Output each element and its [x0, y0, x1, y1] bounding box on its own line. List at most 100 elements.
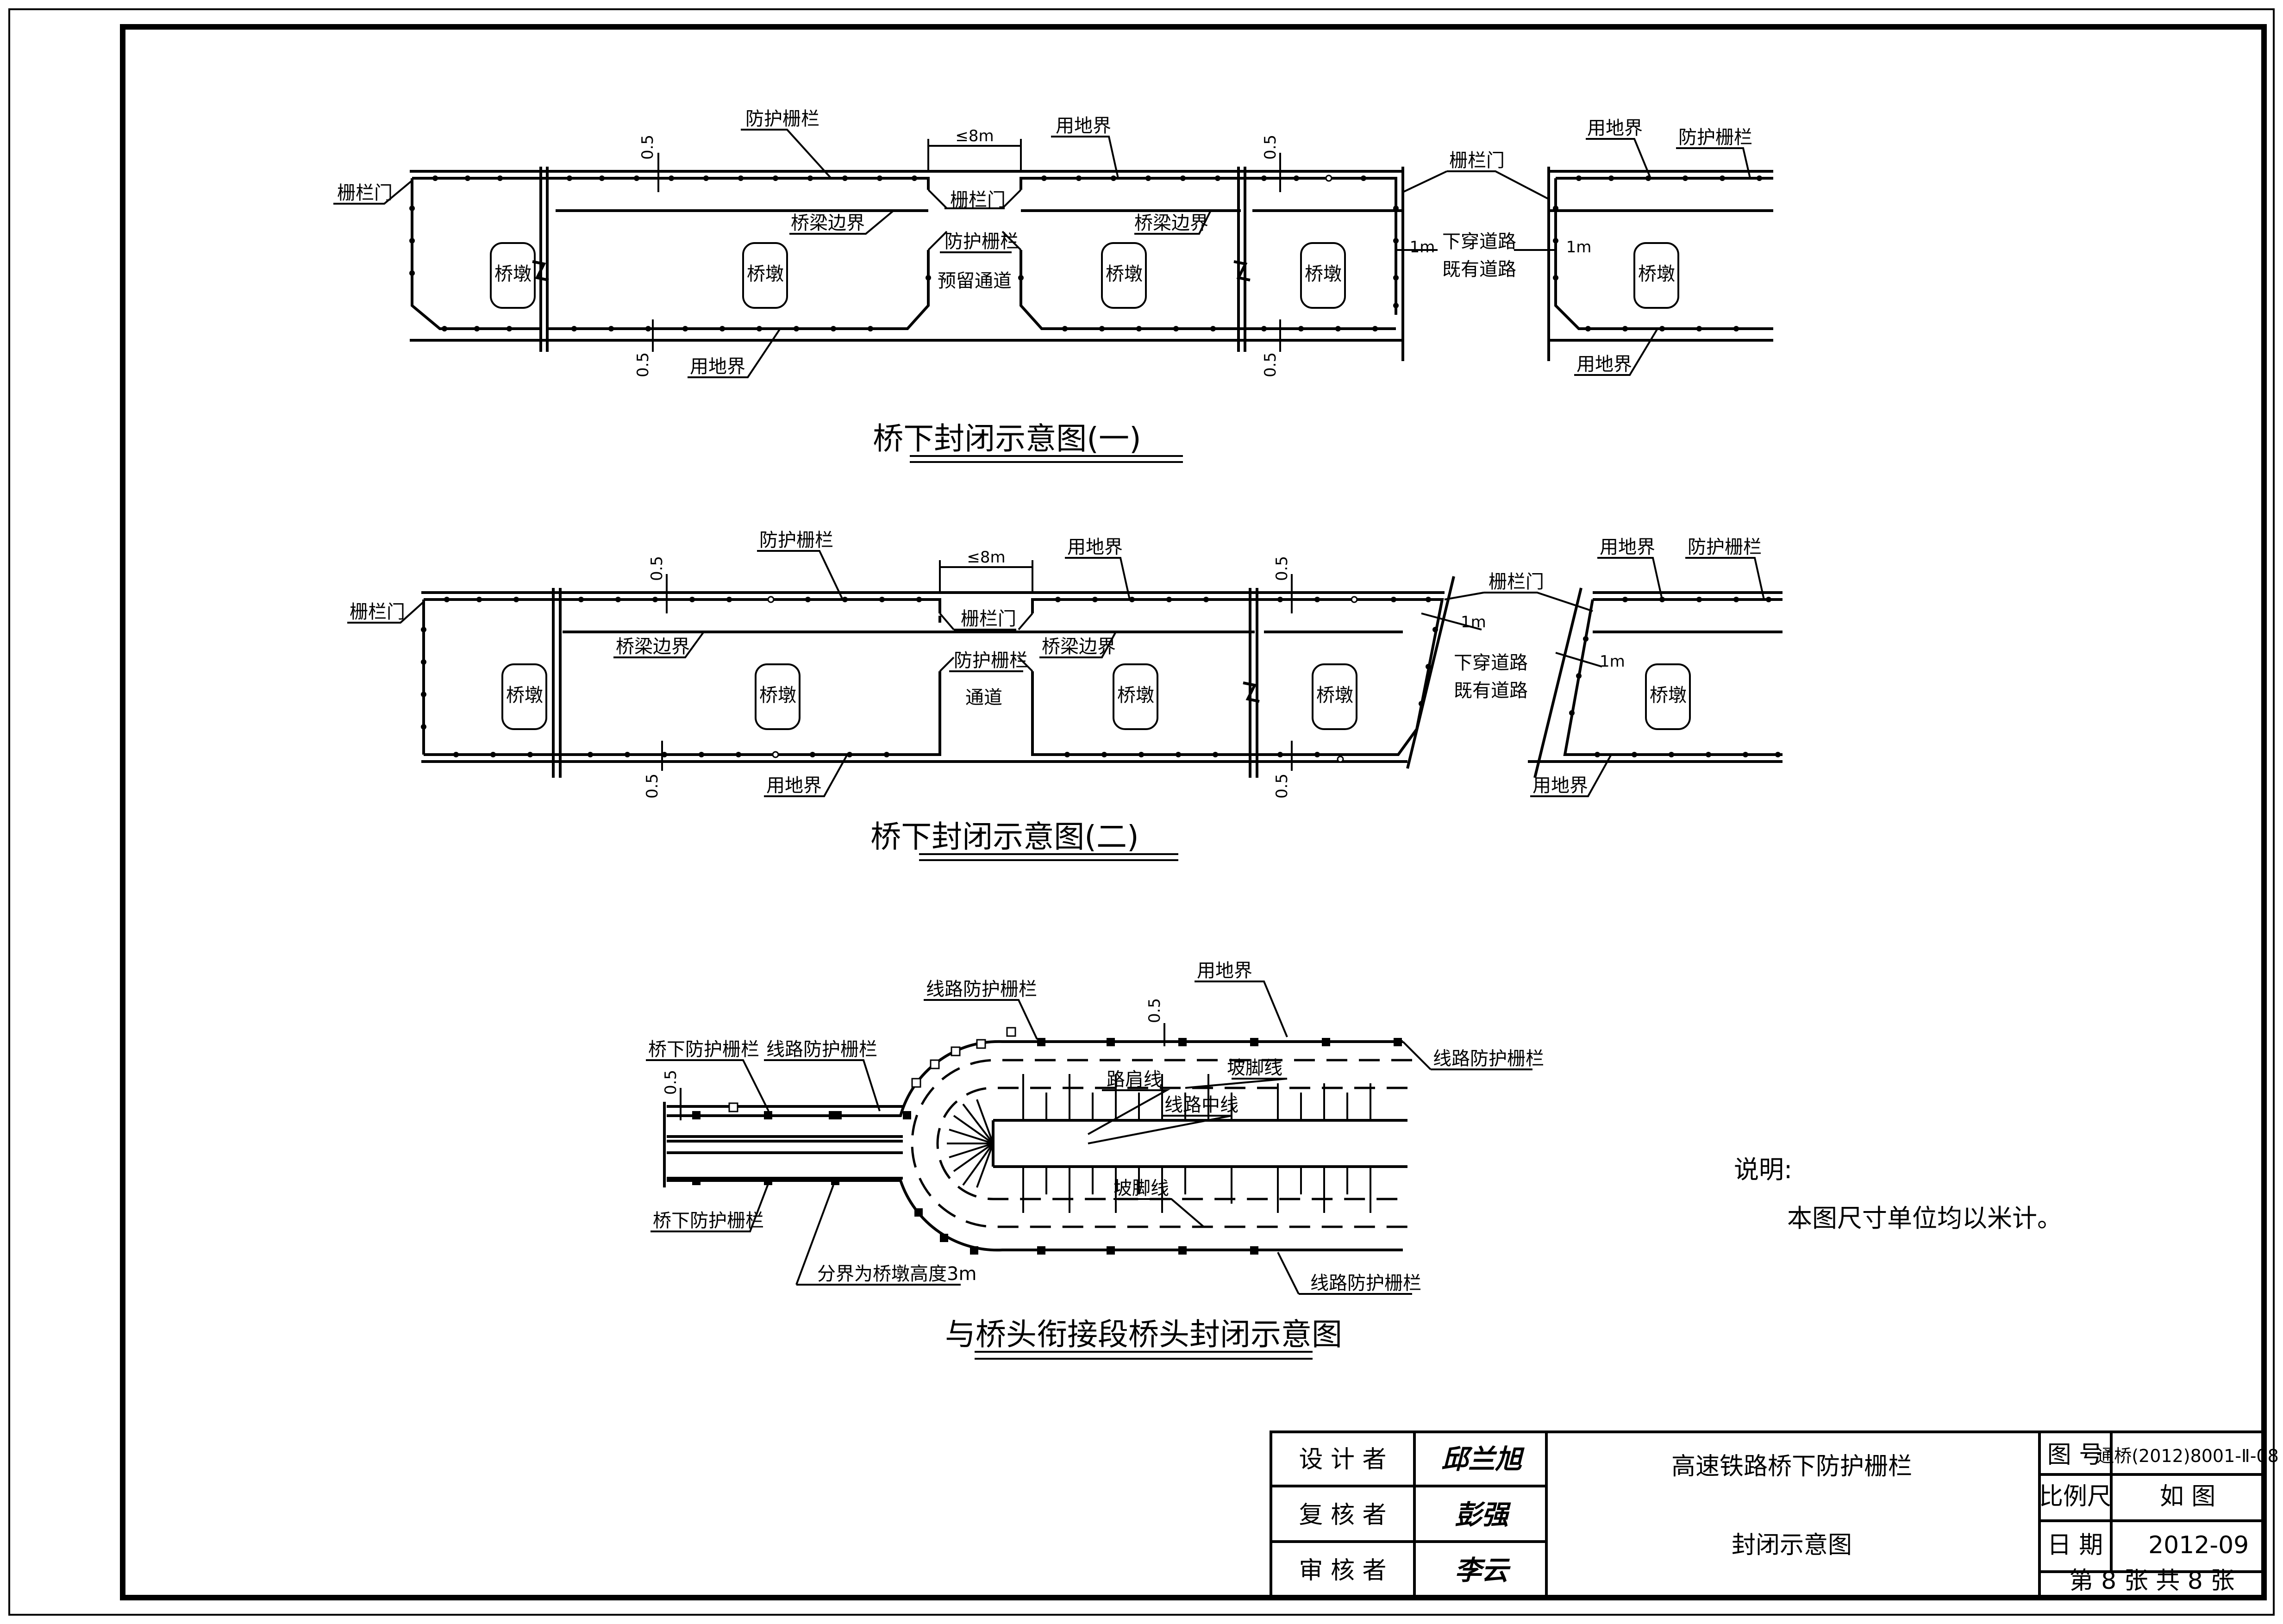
pier-label: 桥墩 [1106, 263, 1143, 285]
label-land-boundary: 用地界 [1587, 118, 1643, 139]
pier-label: 桥墩 [1305, 263, 1342, 285]
label-gate: 栅栏门 [337, 182, 393, 204]
drawing-no: 通桥(2012)8001-Ⅱ-08 [2096, 1446, 2279, 1466]
offset-dim: 0.5 [1273, 556, 1291, 581]
one-m-dim: 1m [1566, 238, 1592, 256]
label-gate: 栅栏门 [1449, 150, 1505, 171]
offset-dim: 0.5 [643, 774, 662, 799]
label-line-fence: 线路防护栅栏 [766, 1039, 877, 1060]
notes: 说明: 本图尺寸单位均以米计。 [1734, 1155, 2062, 1233]
label-land-boundary: 用地界 [1532, 775, 1588, 796]
fence-posts-fig3 [692, 1027, 1402, 1255]
pier-label: 桥墩 [1316, 685, 1353, 706]
label-fence: 防护栅栏 [944, 231, 1019, 252]
sheet-outer-border [8, 8, 2275, 1616]
one-m-dim: 1m [1410, 238, 1435, 256]
notes-heading: 说明: [1734, 1155, 1792, 1184]
offset-dim: 0.5 [638, 135, 657, 160]
label-toe-line: 坡脚线 [1113, 1178, 1169, 1199]
pier-label: 桥墩 [1117, 685, 1154, 706]
notes-text: 本图尺寸单位均以米计。 [1787, 1204, 2062, 1233]
checker-label: 复 核 者 [1299, 1501, 1386, 1529]
pier-label: 桥墩 [747, 263, 784, 285]
gap-dim: ≤8m [955, 127, 994, 145]
label-land-boundary: 用地界 [1067, 537, 1123, 558]
offset-dim: 0.5 [648, 556, 666, 581]
offset-dim: 0.5 [1261, 352, 1280, 377]
label-fence: 防护栅栏 [1678, 127, 1752, 148]
label-land-boundary: 用地界 [1576, 354, 1632, 375]
label-fence: 防护栅栏 [745, 108, 819, 130]
figure-2: 桥墩 桥墩 桥墩 桥墩 桥墩 0.5 0.5 0.5 0.5 ≤8m 1m 1m… [347, 530, 1783, 861]
label-fence: 防护栅栏 [954, 650, 1028, 671]
label-gate: 栅栏门 [961, 608, 1016, 630]
offset-dim: 0.5 [1273, 774, 1291, 799]
drawing-no-label: 图 号 [2047, 1441, 2103, 1469]
label-boundary-note: 分界为桥墩高度3m [817, 1263, 976, 1285]
label-reserved-channel: 预留通道 [938, 270, 1012, 292]
label-land-boundary: 用地界 [690, 356, 745, 377]
label-bridge-edge: 桥梁边界 [1134, 212, 1208, 234]
checker-signature: 彭强 [1455, 1499, 1511, 1530]
reviewer-label: 审 核 者 [1299, 1557, 1386, 1585]
drawing-title-line1: 高速铁路桥下防护栅栏 [1671, 1453, 1912, 1480]
date-value: 2012-09 [2148, 1531, 2249, 1559]
pier-label: 桥墩 [494, 263, 532, 285]
pier-label: 桥墩 [1638, 263, 1675, 285]
figure-3-title: 与桥头衔接段桥头封闭示意图 [945, 1317, 1342, 1352]
offset-dim: 0.5 [662, 1070, 680, 1095]
fence-posts-fig2 [421, 596, 1781, 763]
figure-1: 桥墩 桥墩 桥墩 桥墩 桥墩 0.5 0.5 0.5 0.5 ≤8m 1m 1m… [333, 108, 1773, 463]
label-fence: 防护栅栏 [1688, 537, 1762, 558]
label-gate: 栅栏门 [350, 601, 405, 623]
label-under-road: 下穿道路 [1454, 652, 1528, 674]
label-bridge-edge: 桥梁边界 [616, 636, 690, 657]
label-land-boundary: 用地界 [1600, 537, 1655, 558]
offset-dim: 0.5 [1261, 135, 1280, 160]
label-toe-line: 坡脚线 [1227, 1057, 1282, 1079]
label-fence: 防护栅栏 [759, 530, 833, 551]
label-bridge-edge: 桥梁边界 [791, 212, 865, 234]
offset-dim: 0.5 [1145, 998, 1164, 1023]
date-label: 日 期 [2047, 1531, 2103, 1559]
label-line-fence: 线路防护栅栏 [926, 979, 1037, 1000]
label-gate: 栅栏门 [1489, 571, 1544, 593]
label-bridge-edge: 桥梁边界 [1042, 636, 1116, 657]
fence-posts-fig1 [409, 175, 1762, 331]
sheet-number: 第 8 张 共 8 张 [2070, 1567, 2235, 1595]
scale-label: 比例尺 [2039, 1483, 2111, 1511]
label-land-boundary: 用地界 [766, 775, 822, 796]
gap-dim: ≤8m [967, 548, 1005, 567]
label-shoulder-line: 路肩线 [1107, 1069, 1162, 1090]
label-channel: 通道 [965, 687, 1002, 708]
label-under-road: 下穿道路 [1442, 231, 1516, 252]
figure-3: 0.5 0.5 桥下防护栅栏 线路防护栅栏 线路防护栅栏 用地界 线路防护栅栏 … [646, 960, 1544, 1360]
label-land-boundary: 用地界 [1056, 115, 1111, 137]
offset-dim: 0.5 [634, 352, 652, 377]
one-m-dim: 1m [1600, 652, 1625, 671]
scale-value: 如 图 [2160, 1483, 2216, 1511]
label-line-fence: 线路防护栅栏 [1310, 1273, 1421, 1294]
drawing-title-line2: 封闭示意图 [1732, 1531, 1852, 1559]
label-line-fence: 线路防护栅栏 [1433, 1048, 1544, 1069]
one-m-dim: 1m [1461, 613, 1486, 631]
figure-2-title: 桥下封闭示意图(二) [870, 819, 1139, 855]
label-existing-road: 既有道路 [1442, 259, 1516, 280]
label-center-line: 线路中线 [1164, 1094, 1238, 1116]
label-existing-road: 既有道路 [1454, 680, 1528, 701]
label-under-bridge-fence: 桥下防护栅栏 [653, 1210, 764, 1231]
pier-label: 桥墩 [506, 685, 543, 706]
label-gate: 栅栏门 [950, 189, 1006, 211]
label-under-bridge-fence: 桥下防护栅栏 [648, 1039, 759, 1060]
reviewer-signature: 李云 [1455, 1555, 1511, 1586]
sheet-frame [120, 24, 2267, 1600]
title-block: 设 计 者 复 核 者 审 核 者 邱兰旭 彭强 李云 高速铁路桥下防护栅栏 封… [1270, 1430, 2279, 1598]
designer-signature: 邱兰旭 [1441, 1443, 1525, 1475]
figure-1-title: 桥下封闭示意图(一) [873, 421, 1141, 456]
pier-label: 桥墩 [759, 685, 796, 706]
pier-label: 桥墩 [1650, 685, 1687, 706]
label-land-boundary: 用地界 [1197, 960, 1252, 981]
slope-hatch [947, 1074, 1371, 1213]
designer-label: 设 计 者 [1299, 1446, 1386, 1474]
